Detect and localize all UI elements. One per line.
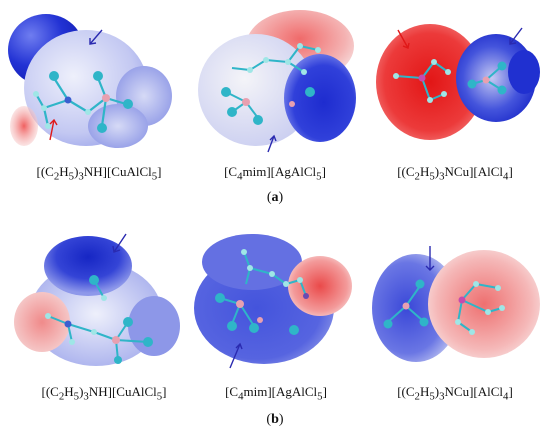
positive-lobe (284, 54, 356, 142)
arrow-icon (509, 27, 523, 45)
arrow-icon (267, 134, 277, 153)
atoms (33, 71, 133, 133)
molecule-caption: [(C2H5)3NH][CuAlCl5] (36, 164, 162, 183)
esp-surface-a1 (8, 14, 172, 148)
negative-lobe (376, 24, 484, 140)
panel-b: [(C2H5)3NH][CuAlCl5] [C4mim][AgAlCl5] [(… (0, 218, 550, 435)
arrow-icon (89, 29, 103, 45)
panel-label: (b) (266, 412, 284, 427)
positive-lobe (44, 236, 132, 296)
esp-surface-a2 (198, 10, 356, 153)
upper-lobe (202, 234, 302, 290)
atoms (215, 249, 309, 335)
negative-lobe (428, 250, 540, 358)
atoms (383, 279, 505, 335)
molecule-caption: [(C2H5)3NH][CuAlCl5] (41, 384, 167, 403)
esp-surface-b1 (14, 233, 180, 366)
molecule-caption: [C4mim][AgAlCl5] (224, 164, 326, 183)
panel-label: (a) (266, 190, 284, 205)
arrow-icon (112, 233, 127, 253)
negative-lobe (288, 256, 352, 316)
positive-cap (508, 50, 540, 94)
esp-surface-b3 (372, 246, 540, 362)
side-lobe (128, 296, 180, 356)
esp-surface-a3 (376, 24, 540, 140)
panel-a: [(C2H5)3NH][CuAlCl5] [C4mim][AgAlCl5] [(… (0, 0, 550, 212)
arrow-icon (397, 29, 410, 49)
molecule-caption: [(C2H5)3NCu][AlCl4] (397, 384, 513, 403)
arrow-icon (229, 342, 243, 369)
lower-lobe (88, 104, 148, 148)
molecule-caption: [(C2H5)3NCu][AlCl4] (397, 164, 513, 183)
atoms (393, 59, 507, 103)
negative-lobe (14, 292, 70, 352)
negative-patch (10, 106, 38, 146)
atoms (45, 275, 153, 364)
bonds (387, 283, 503, 333)
arrow-icon (49, 118, 58, 141)
arrow-icon (425, 246, 435, 271)
molecule-caption: [C4mim][AgAlCl5] (225, 384, 327, 403)
esp-surface-b2 (194, 234, 352, 369)
atoms (221, 43, 321, 125)
